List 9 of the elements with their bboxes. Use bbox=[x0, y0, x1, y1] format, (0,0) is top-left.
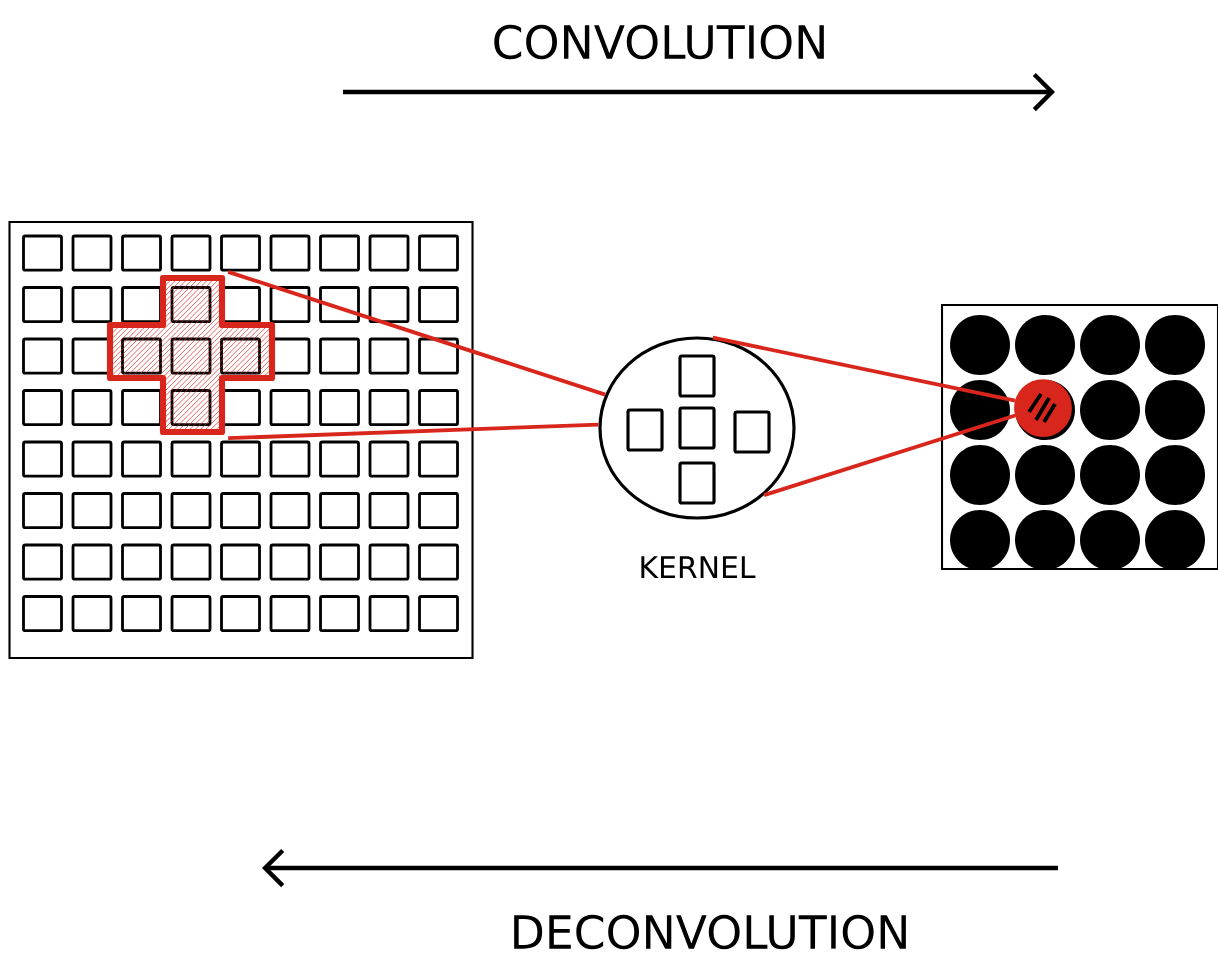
input-grid-drawing bbox=[8, 220, 474, 660]
direction-label: CONVOLUTION bbox=[494, 24, 824, 60]
node-label: KERNEL bbox=[641, 556, 756, 578]
connector-line bbox=[763, 413, 1016, 497]
connector-line bbox=[712, 335, 1016, 403]
direction-label: DECONVOLUTION bbox=[514, 914, 906, 950]
highlighted-cross bbox=[106, 274, 276, 436]
highlighted-dot bbox=[1014, 379, 1072, 437]
output-grid-drawing bbox=[940, 303, 1218, 571]
